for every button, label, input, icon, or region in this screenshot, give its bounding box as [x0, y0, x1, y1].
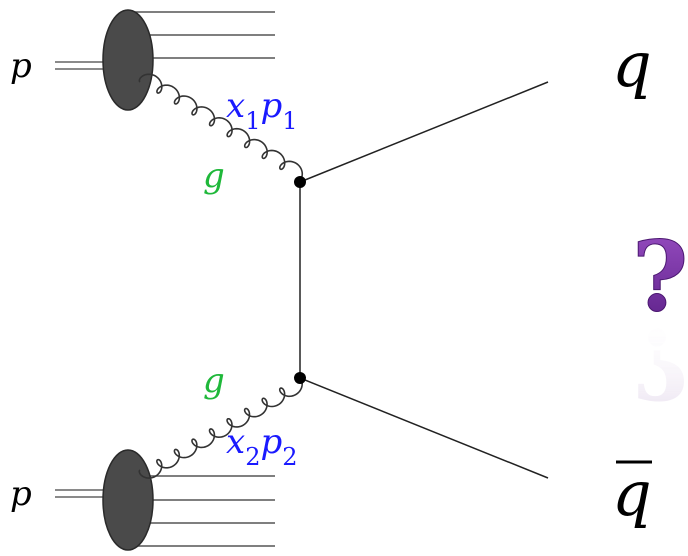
- momentum-bottom-x-sub: 2: [245, 443, 260, 471]
- gluon-bottom-label: g: [203, 361, 225, 401]
- proton-bottom-blob: [102, 449, 154, 551]
- momentum-top-x-sub: 1: [245, 107, 260, 135]
- momentum-top-label: x1p1: [226, 86, 298, 135]
- momentum-bottom-p: p: [260, 422, 282, 462]
- proton-bottom: [55, 449, 275, 551]
- antiquark-label-group: q: [612, 457, 652, 530]
- outgoing-antiquark-line: [299, 377, 549, 479]
- momentum-top-p: p: [260, 86, 282, 126]
- gluon-bottom-line: [138, 377, 303, 479]
- outgoing-quark-line: [299, 81, 549, 183]
- proton-top-label: p: [10, 46, 32, 86]
- momentum-top-x: x: [226, 86, 245, 126]
- gluon-top-line: [138, 73, 304, 181]
- question-mark-reflection: ?: [632, 307, 688, 420]
- quark-label: q: [612, 28, 652, 101]
- proton-top: [55, 9, 275, 111]
- vertex-top: [294, 176, 306, 188]
- question-mark-group: ? ?: [632, 220, 688, 421]
- question-mark: ?: [632, 220, 688, 333]
- proton-top-blob: [102, 9, 154, 111]
- vertex-bottom: [294, 372, 306, 384]
- proton-bottom-label: p: [10, 474, 32, 514]
- momentum-top-p-sub: 1: [282, 107, 297, 135]
- gluon-top-label: g: [203, 156, 225, 196]
- momentum-bottom-p-sub: 2: [282, 443, 297, 471]
- momentum-bottom-x: x: [226, 422, 245, 462]
- momentum-bottom-label: x2p2: [226, 422, 298, 471]
- antiquark-label: q: [612, 457, 652, 530]
